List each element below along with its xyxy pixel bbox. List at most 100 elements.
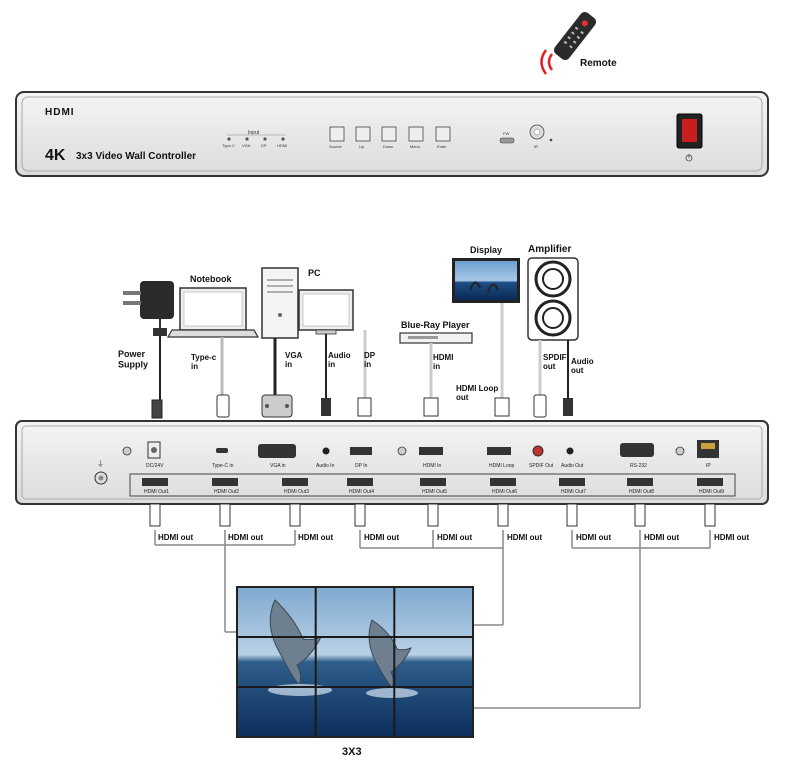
hdmi-out-port-label-3: HDMI Out3 (284, 489, 309, 495)
hdmi-out-label-2: HDMI out (228, 533, 263, 542)
led-label-dp: DP (261, 143, 267, 148)
source-button[interactable] (330, 127, 344, 141)
hdmi-out-label-4: HDMI out (364, 533, 399, 542)
spdif-port-label: SPDIF Out (529, 463, 554, 469)
dc-port-label: DC/24V (146, 463, 164, 469)
hdmi-out-port-label-6: HDMI Out6 (492, 489, 517, 495)
hdmi-out-label-1: HDMI out (158, 533, 193, 542)
hdmi-out-connector-5 (428, 504, 438, 526)
down-button[interactable] (382, 127, 396, 141)
enter-button[interactable] (436, 127, 450, 141)
led-label-typec: Type-C (222, 143, 235, 148)
hdmi-loop-port-label: HDMI Loop (489, 463, 515, 469)
audio-out-port-label: Audio Out (561, 463, 584, 469)
audio-out-port (567, 448, 574, 455)
menu-button[interactable] (409, 127, 423, 141)
hdmi-logo: HDMI (45, 107, 75, 118)
dp-port (350, 447, 372, 455)
hdmi-out-label-9: HDMI out (714, 533, 749, 542)
video-wall: 3X3 (237, 587, 473, 758)
fw-port (500, 138, 514, 143)
hdmi-out-port-3 (282, 478, 308, 486)
notebook-device: Notebook Type-cin (168, 274, 258, 417)
wall-label: 3X3 (342, 746, 362, 758)
front-panel: HDMI 4K 3x3 Video Wall Controller Input … (16, 92, 768, 176)
hdmi-out-connector-7 (567, 504, 577, 526)
notebook-label: Notebook (190, 274, 232, 284)
ir-label: IR (534, 144, 538, 149)
remote-control: Remote (542, 10, 618, 74)
hdmi-out-port-label-4: HDMI Out4 (349, 489, 374, 495)
power-supply-text: Power (118, 349, 146, 359)
hdmi-out-connector-3 (290, 504, 300, 526)
dp-port-label: DP In (355, 463, 368, 469)
vga-port (258, 444, 296, 458)
hdmi-out-port-label-7: HDMI Out7 (561, 489, 586, 495)
hdmi-out-port-9 (697, 478, 723, 486)
source-label: Source (329, 144, 342, 149)
svg-text:⏚: ⏚ (97, 460, 104, 468)
hdmi-out-label-3: HDMI out (298, 533, 333, 542)
hdmi-out-connector-1 (150, 504, 160, 526)
hdmi-in-port (419, 447, 443, 455)
hdmi-out-port-label-5: HDMI Out5 (422, 489, 447, 495)
hdmi-out-port-5 (420, 478, 446, 486)
vga-port-label: VGA in (270, 463, 286, 469)
up-label: Up (359, 144, 365, 149)
display-label: Display (470, 245, 502, 255)
rs232-port-label: RS-232 (630, 463, 647, 469)
model-text: 3x3 Video Wall Controller (76, 151, 196, 162)
hdmi-out-port-8 (627, 478, 653, 486)
hdmi-out-port-label-9: HDMI Out9 (699, 489, 724, 495)
hdmi-out-connector-6 (498, 504, 508, 526)
typec-port (216, 448, 228, 453)
hdmi-out-connector-4 (355, 504, 365, 526)
hdmi-out-label-5: HDMI out (437, 533, 472, 542)
hdmi-in-port-label: HDMI In (423, 463, 442, 469)
hdmi-out-port-2 (212, 478, 238, 486)
typec-port-label: Type-C in (212, 463, 234, 469)
remote-label: Remote (580, 58, 617, 69)
hdmi-out-label-8: HDMI out (644, 533, 679, 542)
hdmi-loop-port (487, 447, 511, 455)
blueray-label: Blue-Ray Player (401, 320, 470, 330)
rear-panel: ⏚ DC/24V Type-C in VGA in Audio In DP In… (16, 421, 768, 504)
hdmi-out-label-7: HDMI out (576, 533, 611, 542)
pc-label: PC (308, 268, 321, 278)
audio-out-cable-label: Audioout (571, 357, 594, 375)
menu-label: Menu (410, 144, 420, 149)
hdmi-out-port-label-1: HDMI Out1 (144, 489, 169, 495)
hdmi-output-cables (150, 504, 715, 526)
fw-label: FW (503, 131, 509, 136)
hdmi-out-port-7 (559, 478, 585, 486)
up-button[interactable] (356, 127, 370, 141)
spdif-port (533, 446, 543, 456)
hdmi-out-connector-9 (705, 504, 715, 526)
amplifier-label: Amplifier (528, 244, 571, 255)
down-label: Down (383, 144, 393, 149)
hdmi-out-labels: HDMI out HDMI out HDMI out HDMI out HDMI… (158, 533, 749, 542)
hdmi-out-port-6 (490, 478, 516, 486)
hdmi-out-port-label-2: HDMI Out2 (214, 489, 239, 495)
hdmi-out-label-6: HDMI out (507, 533, 542, 542)
led-label-vga: VGA (242, 143, 251, 148)
hdmi-out-port-4 (347, 478, 373, 486)
hdmi-out-port-1 (142, 478, 168, 486)
ip-port-label: IP (706, 463, 711, 469)
hdmi-out-port-label-8: HDMI Out8 (629, 489, 654, 495)
model-4k: 4K (45, 147, 66, 164)
hdmi-out-connector-2 (220, 504, 230, 526)
